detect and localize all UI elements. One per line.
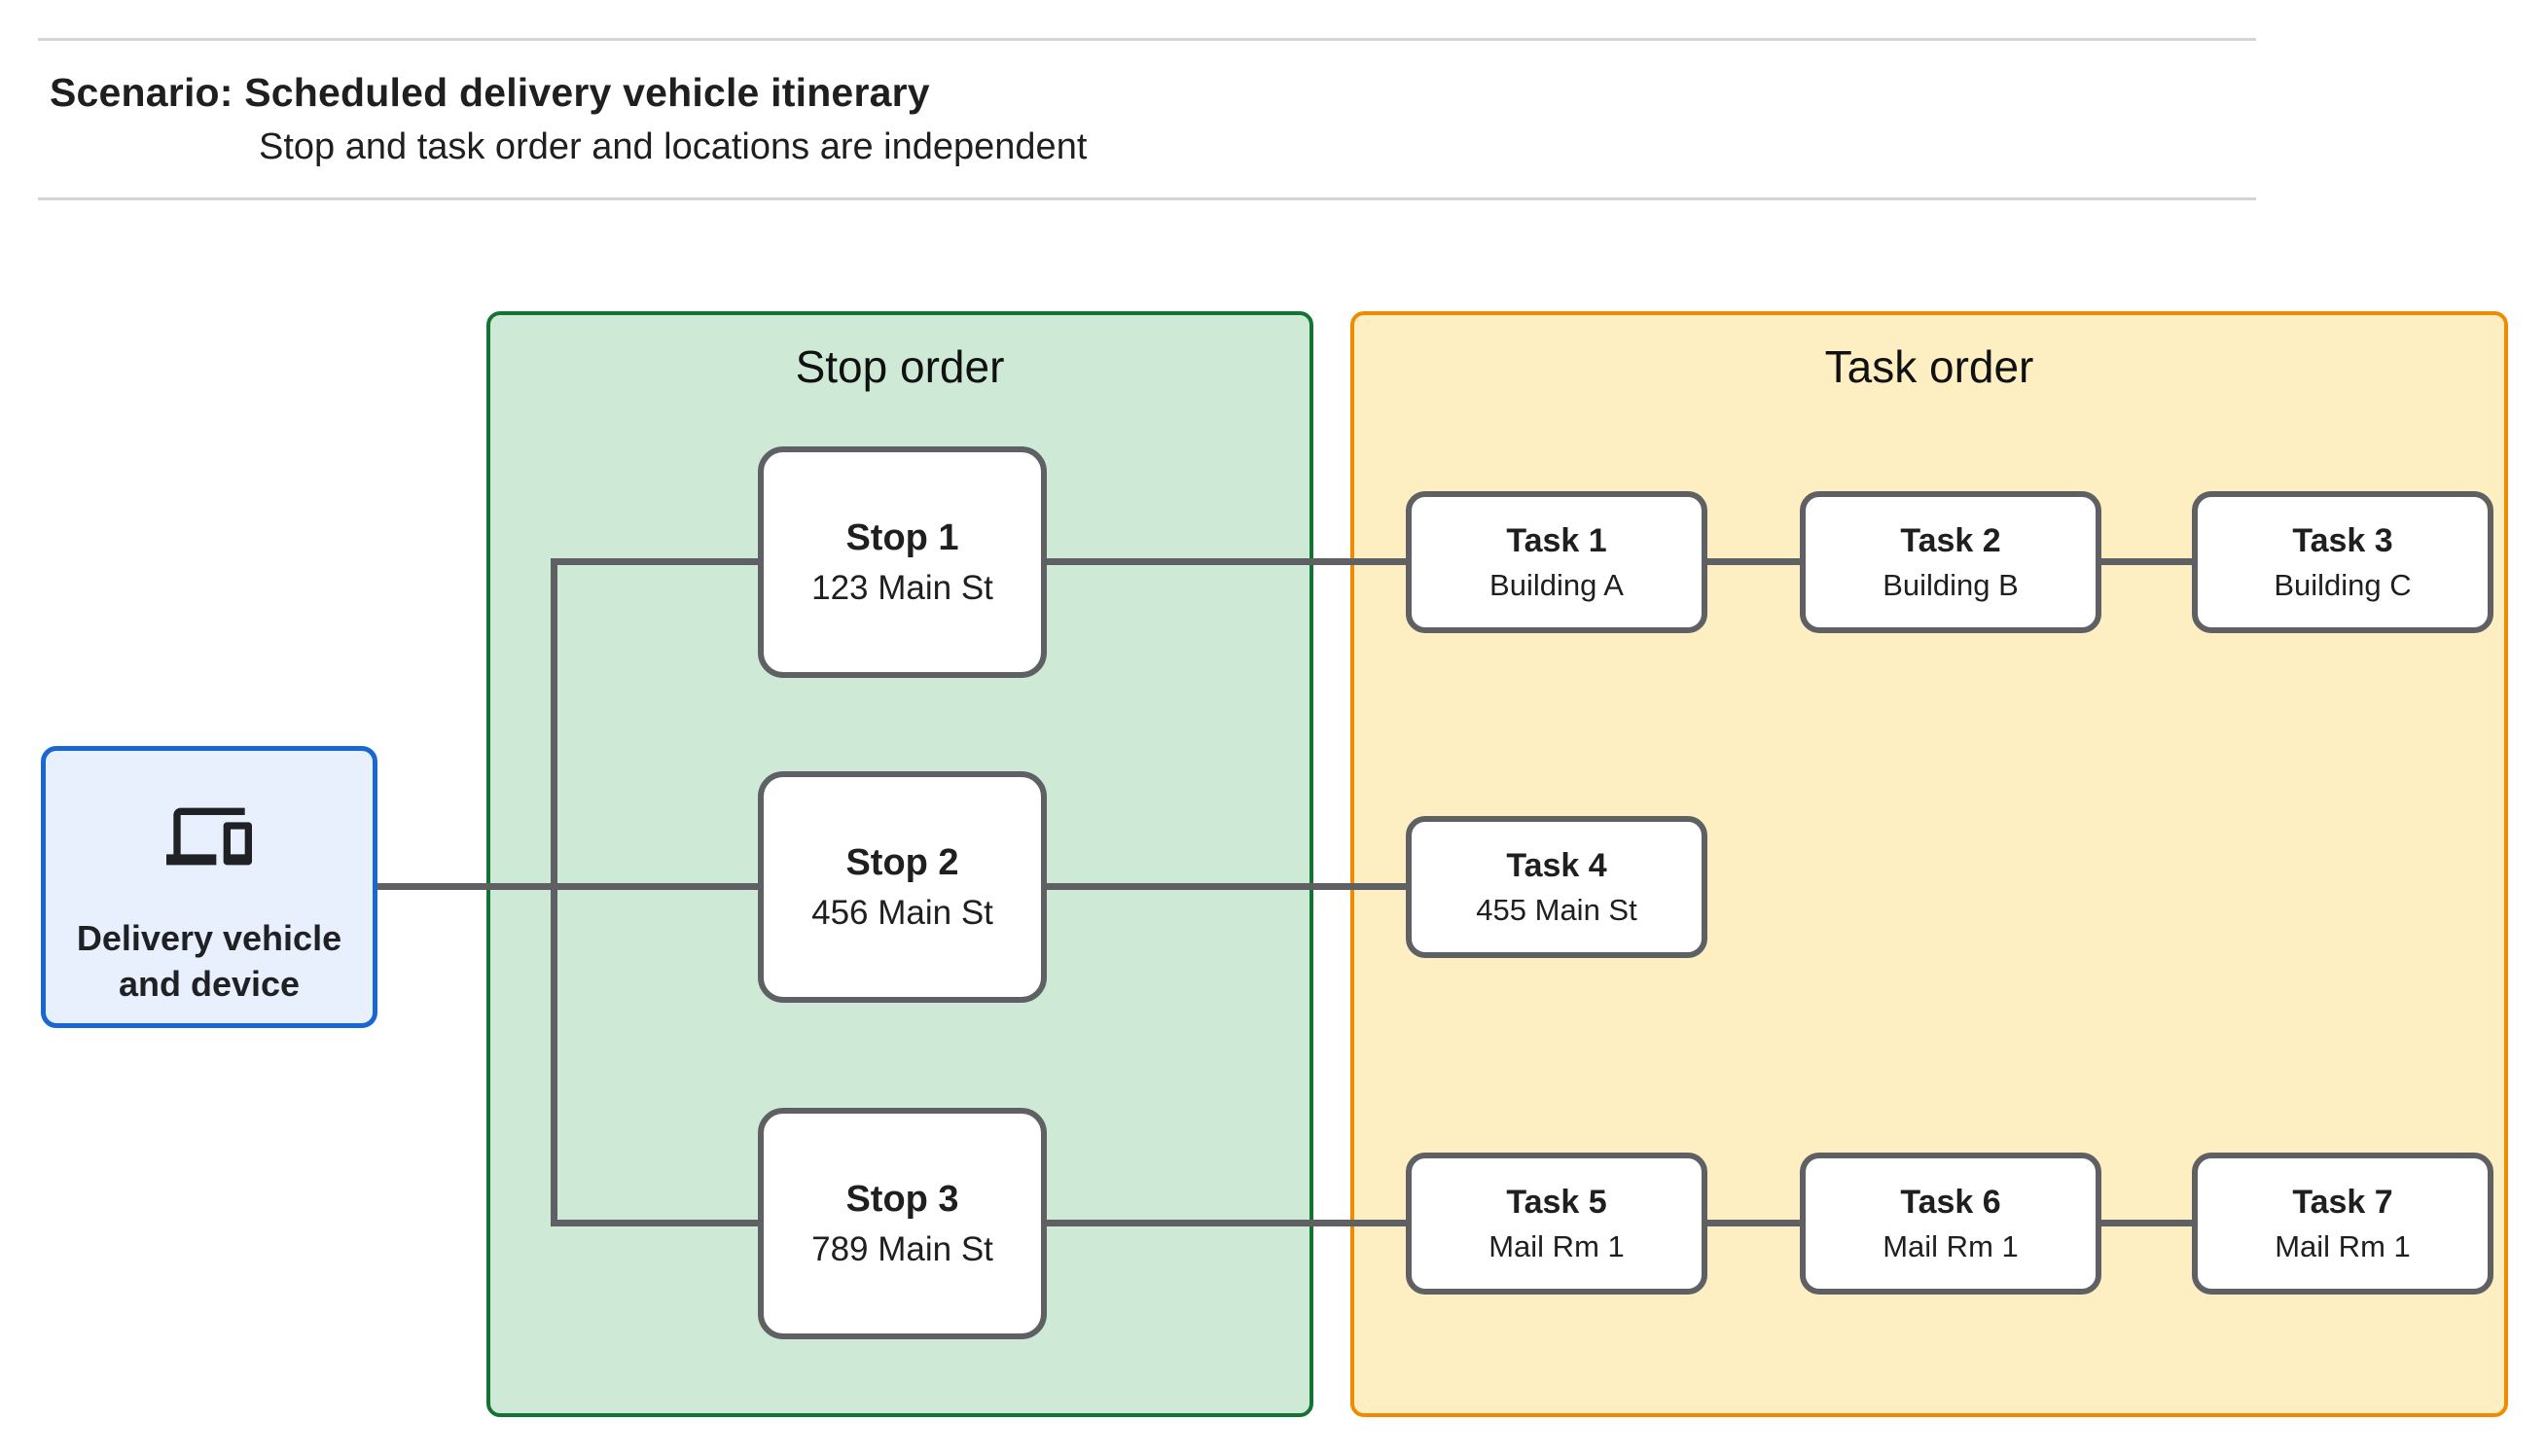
devices-icon — [166, 807, 252, 866]
task-node-4: Task 4 455 Main St — [1406, 816, 1707, 958]
delivery-vehicle-label-line2: and device — [118, 963, 301, 1004]
stop-node-location: 456 Main St — [811, 893, 993, 932]
task-node-2: Task 2 Building B — [1800, 491, 2101, 633]
task-node-location: 455 Main St — [1476, 892, 1637, 927]
connector-stop-branch-vertical — [551, 558, 557, 1226]
stop-node-2: Stop 2 456 Main St — [758, 771, 1047, 1003]
task-node-3: Task 3 Building C — [2192, 491, 2493, 633]
connector-task6-to-task7 — [2101, 1220, 2192, 1226]
stop-node-3: Stop 3 789 Main St — [758, 1108, 1047, 1339]
connector-task2-to-task3 — [2101, 558, 2192, 565]
stop-node-title: Stop 3 — [845, 1178, 959, 1220]
task-node-location: Mail Rm 1 — [2275, 1228, 2411, 1263]
stop-node-1: Stop 1 123 Main St — [758, 446, 1047, 678]
task-node-location: Mail Rm 1 — [1883, 1228, 2019, 1263]
task-node-location: Building C — [2274, 567, 2412, 602]
stop-node-title: Stop 2 — [845, 841, 959, 883]
task-node-title: Task 2 — [1900, 521, 2001, 559]
connector-stop2-to-task4 — [1047, 883, 1406, 890]
stop-node-location: 123 Main St — [811, 568, 993, 607]
task-node-7: Task 7 Mail Rm 1 — [2192, 1153, 2493, 1295]
task-node-title: Task 6 — [1900, 1183, 2001, 1221]
task-node-title: Task 7 — [2292, 1183, 2393, 1221]
page-title: Scenario: Scheduled delivery vehicle iti… — [50, 70, 930, 115]
task-node-location: Mail Rm 1 — [1488, 1228, 1625, 1263]
task-node-location: Building A — [1489, 567, 1624, 602]
task-node-1: Task 1 Building A — [1406, 491, 1707, 633]
connector-task1-to-task2 — [1707, 558, 1800, 565]
connector-stop3-to-task5 — [1047, 1220, 1406, 1226]
connector-source-to-stop2 — [377, 883, 758, 890]
task-node-title: Task 1 — [1506, 521, 1607, 559]
connector-branch-to-stop3 — [551, 1220, 758, 1226]
delivery-vehicle-node: Delivery vehicle and device — [41, 746, 377, 1028]
connector-stop1-to-task1 — [1047, 558, 1406, 565]
page-subtitle: Stop and task order and locations are in… — [259, 126, 1088, 167]
connector-branch-to-stop1 — [551, 558, 758, 565]
top-divider — [38, 38, 2256, 41]
task-node-location: Building B — [1883, 567, 2019, 602]
task-node-title: Task 4 — [1506, 846, 1607, 884]
task-node-6: Task 6 Mail Rm 1 — [1800, 1153, 2101, 1295]
delivery-vehicle-label-line1: Delivery vehicle — [76, 918, 342, 958]
stop-node-location: 789 Main St — [811, 1229, 993, 1268]
task-node-title: Task 5 — [1506, 1183, 1607, 1221]
stop-order-panel-title: Stop order — [795, 341, 1005, 392]
connector-task5-to-task6 — [1707, 1220, 1800, 1226]
task-order-panel-title: Task order — [1824, 341, 2034, 392]
stop-node-title: Stop 1 — [845, 516, 959, 558]
delivery-vehicle-label: Delivery vehicle and device — [77, 916, 341, 1008]
bottom-divider — [38, 197, 2256, 200]
task-node-5: Task 5 Mail Rm 1 — [1406, 1153, 1707, 1295]
task-node-title: Task 3 — [2292, 521, 2393, 559]
